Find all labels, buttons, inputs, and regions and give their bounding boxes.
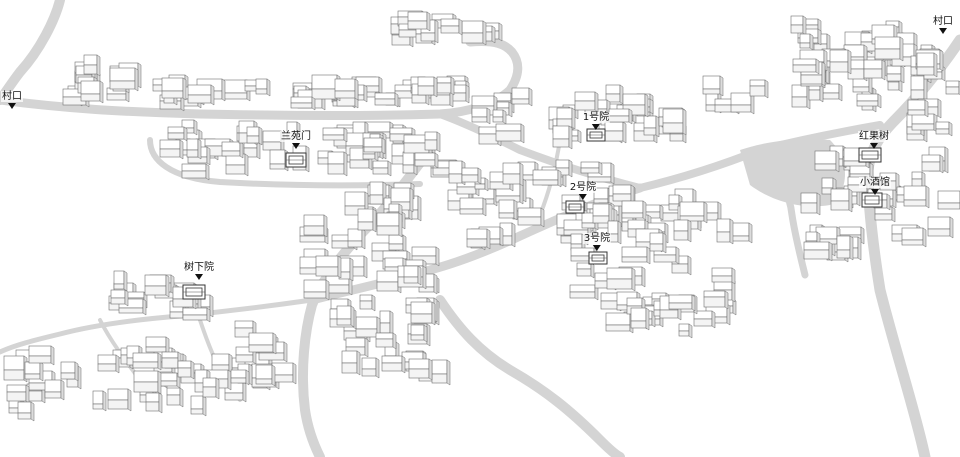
marker-courtyard-1[interactable]: 1号院 — [581, 112, 611, 130]
marker-label: 树下院 — [183, 262, 215, 273]
landmark-courtyards — [182, 128, 883, 300]
marker-lanyuanmen[interactable]: 兰苑门 — [280, 131, 312, 149]
marker-pin-icon — [195, 274, 203, 280]
marker-pin-icon — [939, 28, 947, 34]
marker-label: 2号院 — [568, 182, 598, 193]
marker-pin-icon — [292, 143, 300, 149]
marker-pin-icon — [579, 194, 587, 200]
marker-label: 3号院 — [582, 233, 612, 244]
marker-pin-icon — [593, 245, 601, 251]
marker-hongguoshu[interactable]: 红果树 — [858, 131, 890, 149]
marker-courtyard-3[interactable]: 3号院 — [582, 233, 612, 251]
marker-label: 1号院 — [581, 112, 611, 123]
marker-courtyard-2[interactable]: 2号院 — [568, 182, 598, 200]
marker-small-tavern[interactable]: 小酒馆 — [859, 177, 891, 195]
marker-village-entrance-northeast[interactable]: 村口 — [932, 16, 954, 34]
marker-label: 红果树 — [858, 131, 890, 142]
marker-label: 小酒馆 — [859, 177, 891, 188]
marker-label: 兰苑门 — [280, 131, 312, 142]
marker-pin-icon — [8, 103, 16, 109]
marker-village-entrance-west[interactable]: 村口 — [1, 91, 23, 109]
marker-pin-icon — [870, 143, 878, 149]
building-blocks — [3, 10, 960, 422]
marker-pin-icon — [592, 124, 600, 130]
marker-shuxiayuan[interactable]: 树下院 — [183, 262, 215, 280]
marker-pin-icon — [871, 189, 879, 195]
marker-label: 村口 — [1, 91, 23, 102]
marker-label: 村口 — [932, 16, 954, 27]
